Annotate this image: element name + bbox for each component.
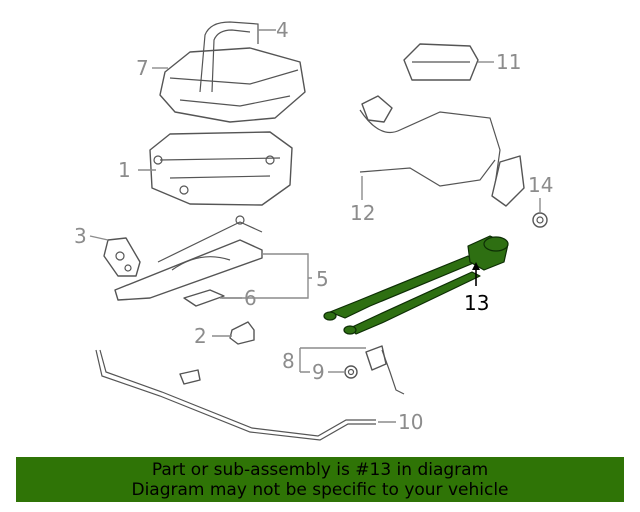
callout-13[interactable]: 13 — [464, 291, 489, 315]
part-1-canister[interactable] — [149, 131, 293, 206]
callout-8[interactable]: 8 — [282, 349, 295, 373]
part-12-harness[interactable] — [359, 95, 525, 207]
leader-5 — [220, 253, 312, 299]
part-8-valve[interactable] — [365, 345, 405, 395]
notice-banner: Part or sub-assembly is #13 in diagram D… — [16, 457, 624, 502]
callout-4[interactable]: 4 — [276, 18, 289, 42]
part-10-line[interactable] — [95, 349, 376, 441]
callout-12[interactable]: 12 — [350, 201, 375, 225]
part-4-bracket[interactable] — [199, 21, 259, 93]
callout-2[interactable]: 2 — [194, 324, 207, 348]
callout-9[interactable]: 9 — [312, 360, 325, 384]
callout-5[interactable]: 5 — [316, 267, 329, 291]
part-11-module[interactable] — [403, 43, 479, 81]
leader-8 — [299, 347, 366, 373]
callout-1[interactable]: 1 — [118, 158, 131, 182]
callout-7[interactable]: 7 — [136, 56, 149, 80]
leader-13-arrow — [472, 262, 480, 270]
part-3-clip[interactable] — [103, 237, 141, 277]
callout-6[interactable]: 6 — [244, 286, 257, 310]
parts-diagram: 1 2 3 4 5 6 7 8 9 10 11 12 13 14 — [74, 18, 553, 441]
part-14-grommet[interactable] — [532, 212, 548, 228]
banner-line-2: Diagram may not be specific to your vehi… — [131, 479, 509, 500]
part-6-plate[interactable] — [183, 289, 225, 307]
callout-11[interactable]: 11 — [496, 50, 521, 74]
part-7-shield[interactable] — [159, 47, 306, 123]
leader-3 — [89, 235, 109, 241]
part-13-filler-pipe[interactable] — [323, 235, 509, 335]
part-9-washer[interactable] — [344, 365, 358, 379]
callout-10[interactable]: 10 — [398, 410, 423, 434]
callout-3[interactable]: 3 — [74, 224, 87, 248]
banner-line-1: Part or sub-assembly is #13 in diagram — [151, 459, 489, 480]
part-5-tray[interactable] — [114, 215, 263, 301]
part-2-clip[interactable] — [229, 321, 255, 345]
callout-14[interactable]: 14 — [528, 173, 553, 197]
